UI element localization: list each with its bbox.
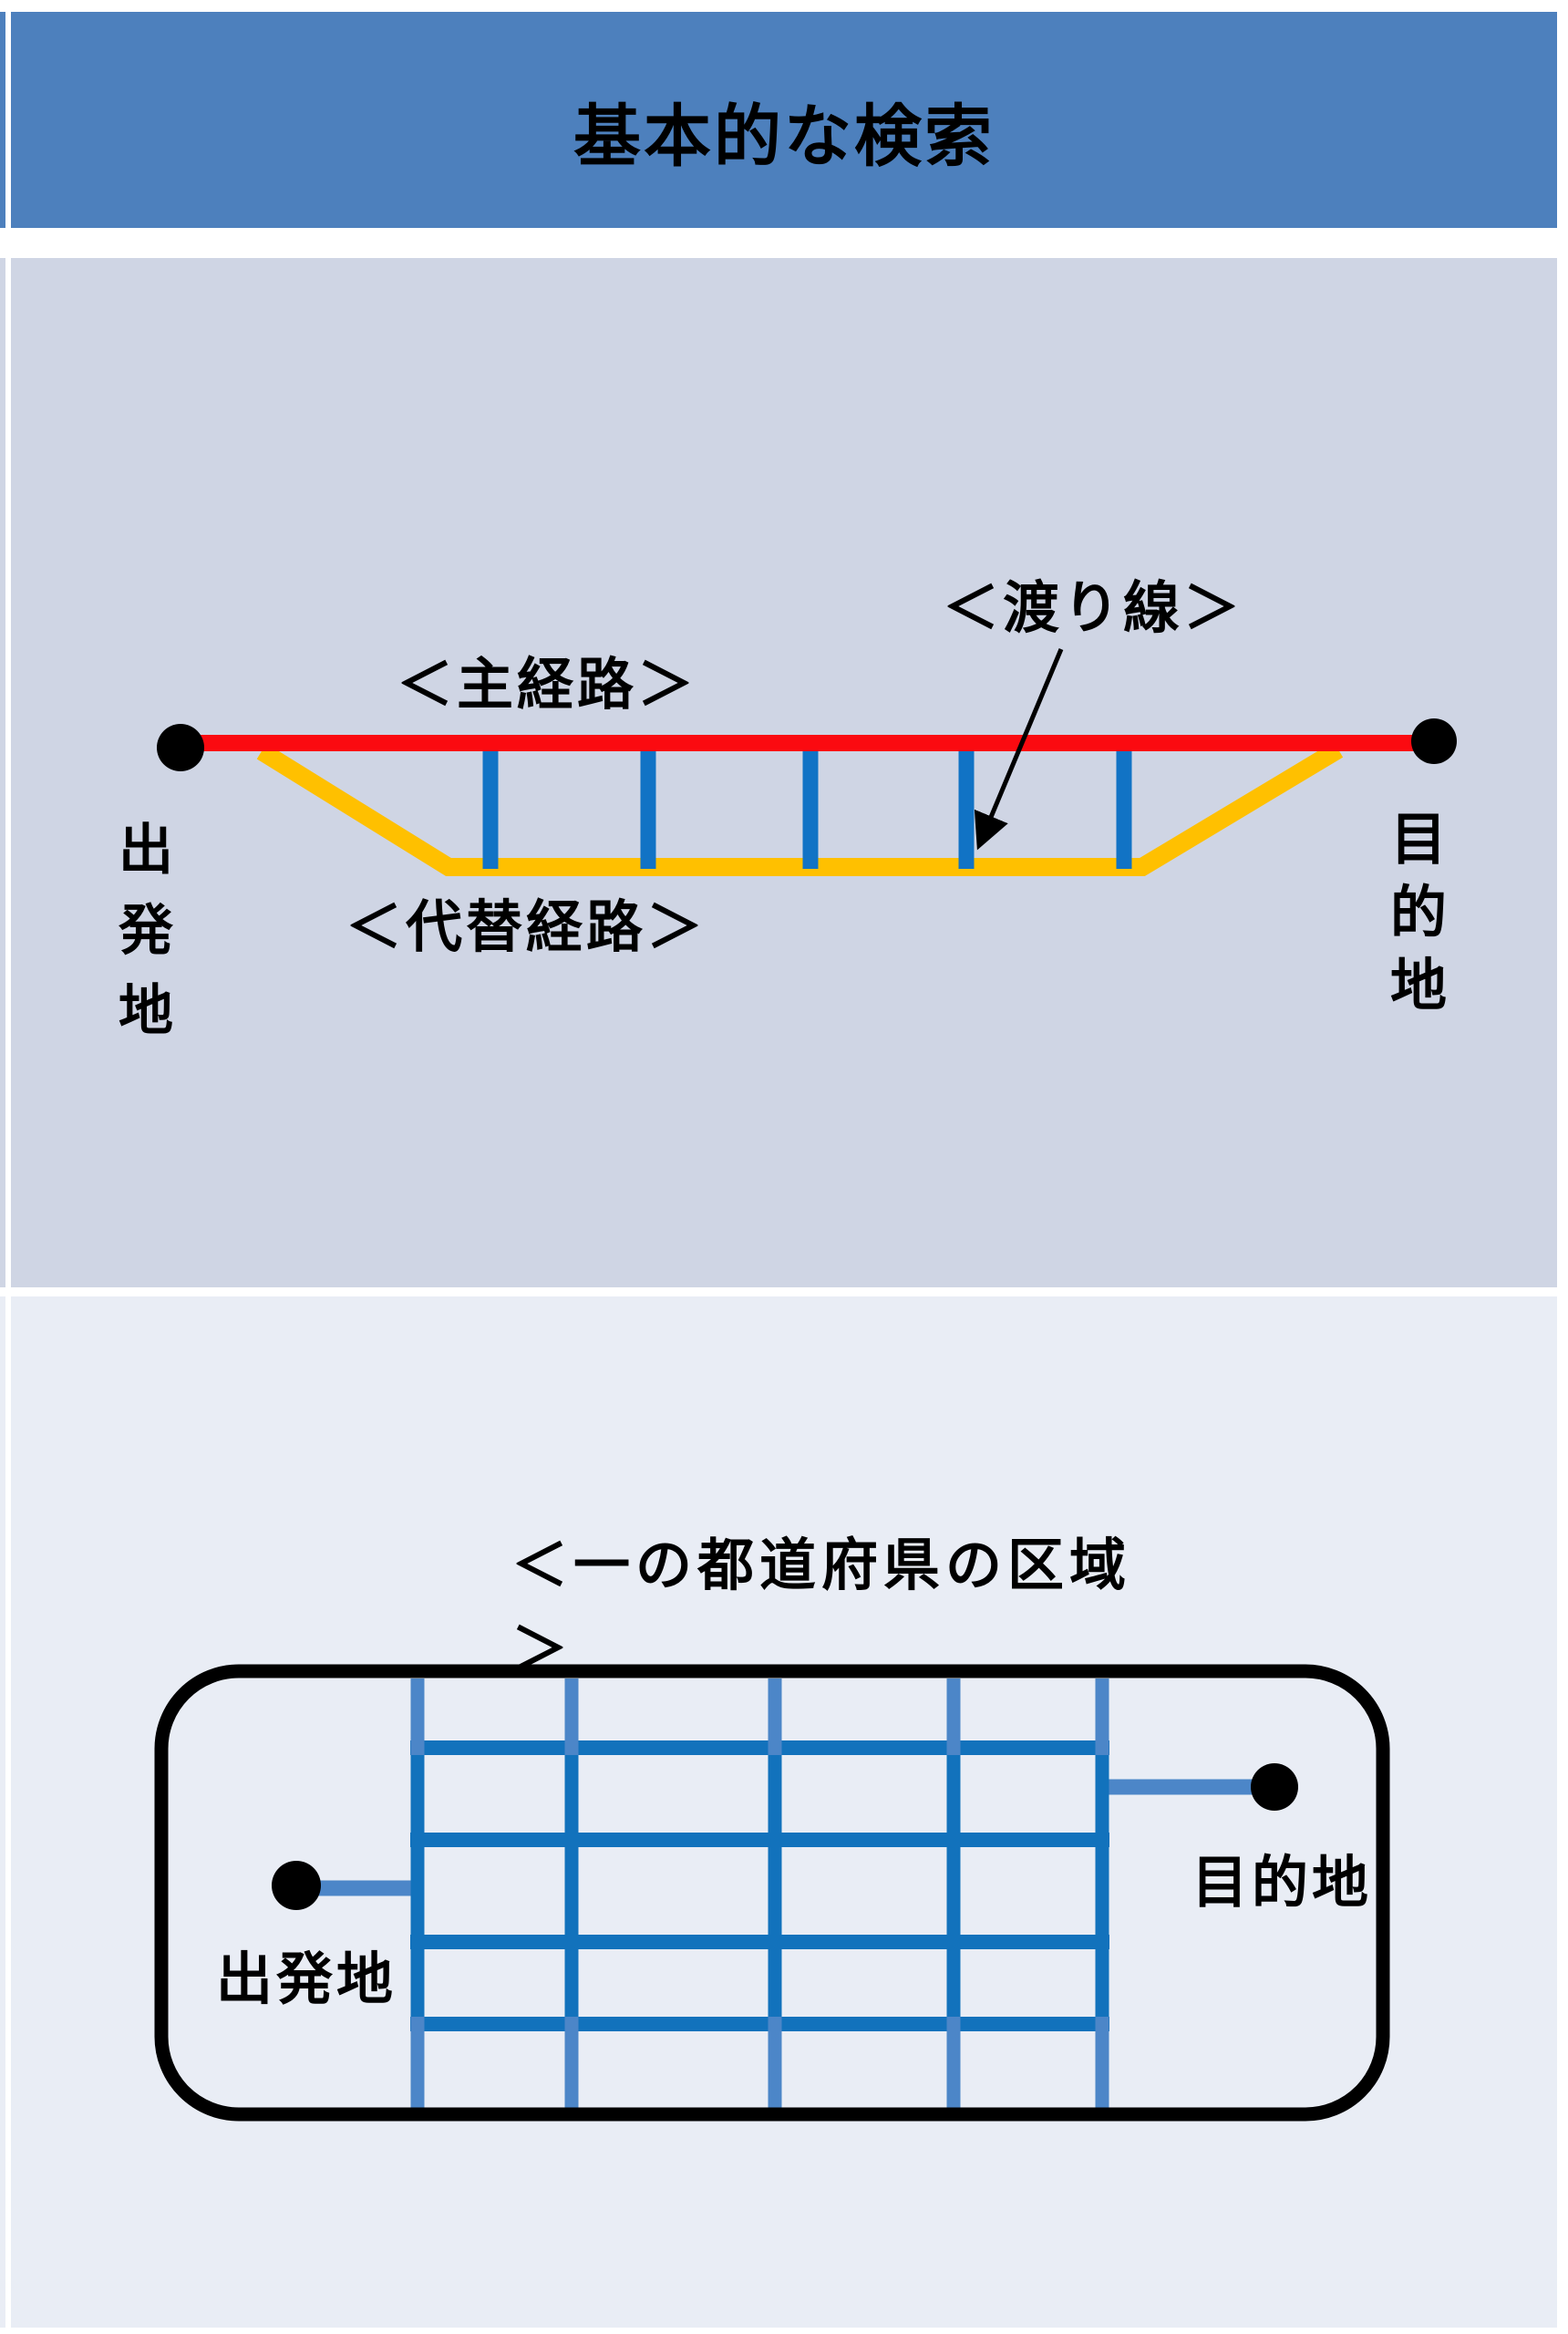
alternative-route-label: ＜代替経路＞ <box>345 896 707 959</box>
destination-label-prefecture: 目的地 <box>1191 1852 1373 1915</box>
panel1-edge-sliver <box>0 258 5 1287</box>
crossing-line-label: ＜渡り線＞ <box>942 577 1244 640</box>
main-route-label: ＜主経路＞ <box>396 654 698 717</box>
prefecture-diagram-panel <box>11 1296 1557 2328</box>
page-title: 基本的な検索 <box>573 98 995 174</box>
route-diagram-panel <box>11 258 1557 1287</box>
panel2-edge-sliver <box>0 1296 5 2328</box>
destination-label: 目的地 <box>1389 809 1448 1017</box>
prefecture-area-label: ＜一の都道府県の区域 ＞ <box>511 1534 1132 1681</box>
header-edge-sliver <box>0 12 5 228</box>
header-banner <box>11 12 1557 228</box>
origin-label-prefecture: 出発地 <box>215 1948 397 2011</box>
origin-label: 出発地 <box>119 820 173 1041</box>
